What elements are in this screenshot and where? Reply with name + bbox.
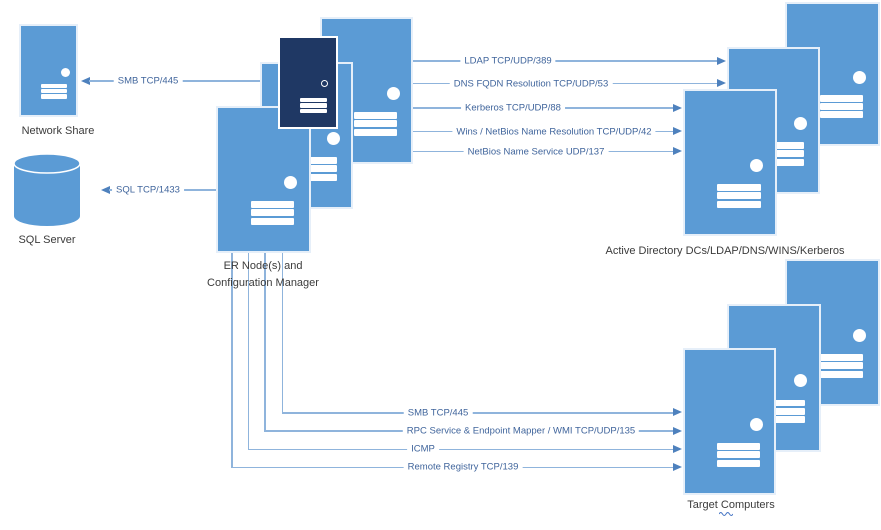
connector-line xyxy=(247,448,674,451)
server-led-dot-icon xyxy=(386,86,400,100)
spellcheck-squiggle-icon xyxy=(719,512,733,516)
connector-line xyxy=(281,412,674,414)
server-vents-icon xyxy=(354,111,397,136)
sql-server-label: SQL Server xyxy=(18,234,76,246)
server-vents-icon xyxy=(717,183,761,208)
connector-label-smb-target: SMB TCP/445 xyxy=(403,407,473,419)
arrowhead-left-icon xyxy=(101,185,110,194)
server-vents-icon xyxy=(819,353,864,378)
arrowhead-right-icon xyxy=(673,103,682,112)
arrowhead-right-icon xyxy=(673,147,682,155)
server-vents-icon xyxy=(294,156,337,181)
er-server-dark-icon xyxy=(278,36,338,129)
connector-line xyxy=(281,253,283,414)
arrowhead-right-icon xyxy=(673,426,682,435)
server-vents-icon xyxy=(40,83,68,99)
connector-label-remote-registry: Remote Registry TCP/139 xyxy=(403,461,523,473)
er-nodes-label-line1: ER Node(s) and xyxy=(223,260,303,272)
connector-label-smb-share: SMB TCP/445 xyxy=(113,75,183,87)
arrowhead-right-icon xyxy=(673,462,682,471)
server-led-dot-icon xyxy=(326,131,340,145)
server-led-dot-icon xyxy=(750,158,764,172)
server-led-dot-icon xyxy=(793,116,807,130)
server-led-dot-icon xyxy=(794,374,808,388)
sql-database-cylinder-icon xyxy=(13,153,81,226)
server-vents-icon xyxy=(761,141,804,166)
connector-line xyxy=(412,60,718,62)
connector-line xyxy=(247,253,249,450)
arrowhead-left-icon xyxy=(81,76,90,85)
server-led-dot-icon xyxy=(60,68,70,78)
arrowhead-right-icon xyxy=(717,79,726,87)
arrowhead-right-icon xyxy=(673,408,682,417)
arrowhead-right-icon xyxy=(673,127,682,135)
connector-line xyxy=(231,253,233,468)
er-server-front-icon xyxy=(216,106,311,253)
server-vents-icon xyxy=(250,200,295,225)
connector-label-wins: Wins / NetBios Name Resolution TCP/UDP/4… xyxy=(452,126,656,137)
active-directory-label: Active Directory DCs/LDAP/DNS/WINS/Kerbe… xyxy=(605,245,845,257)
server-vents-icon xyxy=(717,442,760,467)
server-vents-icon xyxy=(819,95,864,119)
connector-label-dns: DNS FQDN Resolution TCP/UDP/53 xyxy=(449,78,613,89)
arrowhead-right-icon xyxy=(717,56,726,65)
er-nodes-label: ER Node(s) and Configuration Manager xyxy=(207,258,319,291)
target-server-front-icon xyxy=(683,348,776,495)
connector-line xyxy=(264,253,266,432)
er-nodes-label-line2: Configuration Manager xyxy=(207,276,319,289)
server-led-dot-icon xyxy=(283,175,297,189)
ad-server-front-icon xyxy=(683,89,777,236)
arrowhead-right-icon xyxy=(673,444,682,453)
target-computers-label: Target Computers xyxy=(687,499,775,511)
connector-label-ldap: LDAP TCP/UDP/389 xyxy=(460,55,556,67)
server-led-dot-icon xyxy=(852,70,866,84)
server-led-dot-icon xyxy=(852,328,866,342)
network-share-label: Network Share xyxy=(21,125,95,137)
server-led-dot-icon xyxy=(749,417,763,431)
server-vents-icon xyxy=(761,399,805,424)
server-ring-dot-icon xyxy=(320,80,328,88)
network-share-server-icon xyxy=(19,24,78,117)
connector-label-kerberos: Kerberos TCP/UDP/88 xyxy=(461,102,565,114)
connector-label-sql: SQL TCP/1433 xyxy=(112,184,184,196)
connector-label-netbios: NetBios Name Service UDP/137 xyxy=(463,146,609,157)
connector-label-icmp: ICMP xyxy=(407,443,439,455)
connector-label-rpc-wmi: RPC Service & Endpoint Mapper / WMI TCP/… xyxy=(402,425,640,437)
server-vents-icon xyxy=(300,98,328,114)
